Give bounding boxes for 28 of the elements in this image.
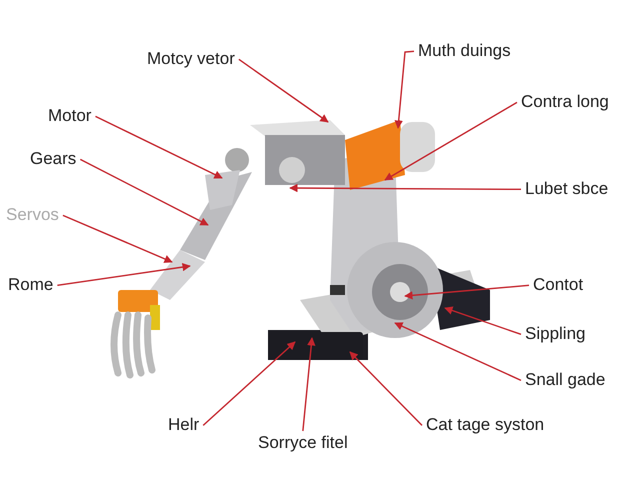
part-label: Lubet sbce bbox=[525, 180, 608, 199]
part-label: Servos bbox=[6, 206, 59, 225]
part-label: Muth duings bbox=[418, 42, 511, 61]
leader-line bbox=[202, 341, 296, 426]
part-label: Sorryce fitel bbox=[258, 434, 348, 453]
leader-line bbox=[302, 337, 316, 432]
part-label: Helr bbox=[168, 416, 200, 435]
leader-line bbox=[349, 351, 422, 426]
part-label: Gears bbox=[30, 150, 76, 169]
leader-line bbox=[238, 58, 329, 123]
part-label: Cat tage syston bbox=[426, 416, 544, 435]
part-label: Contot bbox=[533, 276, 584, 295]
leader-line bbox=[289, 184, 521, 192]
leader-line bbox=[394, 322, 522, 381]
leader-line bbox=[80, 158, 209, 226]
part-label: Contra long bbox=[521, 93, 609, 112]
leader-line bbox=[95, 116, 223, 179]
leader-line bbox=[394, 50, 414, 129]
leader-line bbox=[404, 284, 530, 300]
leader-line bbox=[57, 262, 191, 286]
part-label: Motor bbox=[48, 107, 92, 126]
part-label: Snall gade bbox=[525, 371, 606, 390]
leader-line bbox=[444, 306, 522, 335]
leader-line bbox=[384, 102, 518, 181]
part-label: Sippling bbox=[525, 325, 586, 344]
part-label: Motcy vetor bbox=[147, 50, 235, 69]
leader-line bbox=[62, 214, 173, 263]
part-label: Rome bbox=[8, 276, 54, 295]
